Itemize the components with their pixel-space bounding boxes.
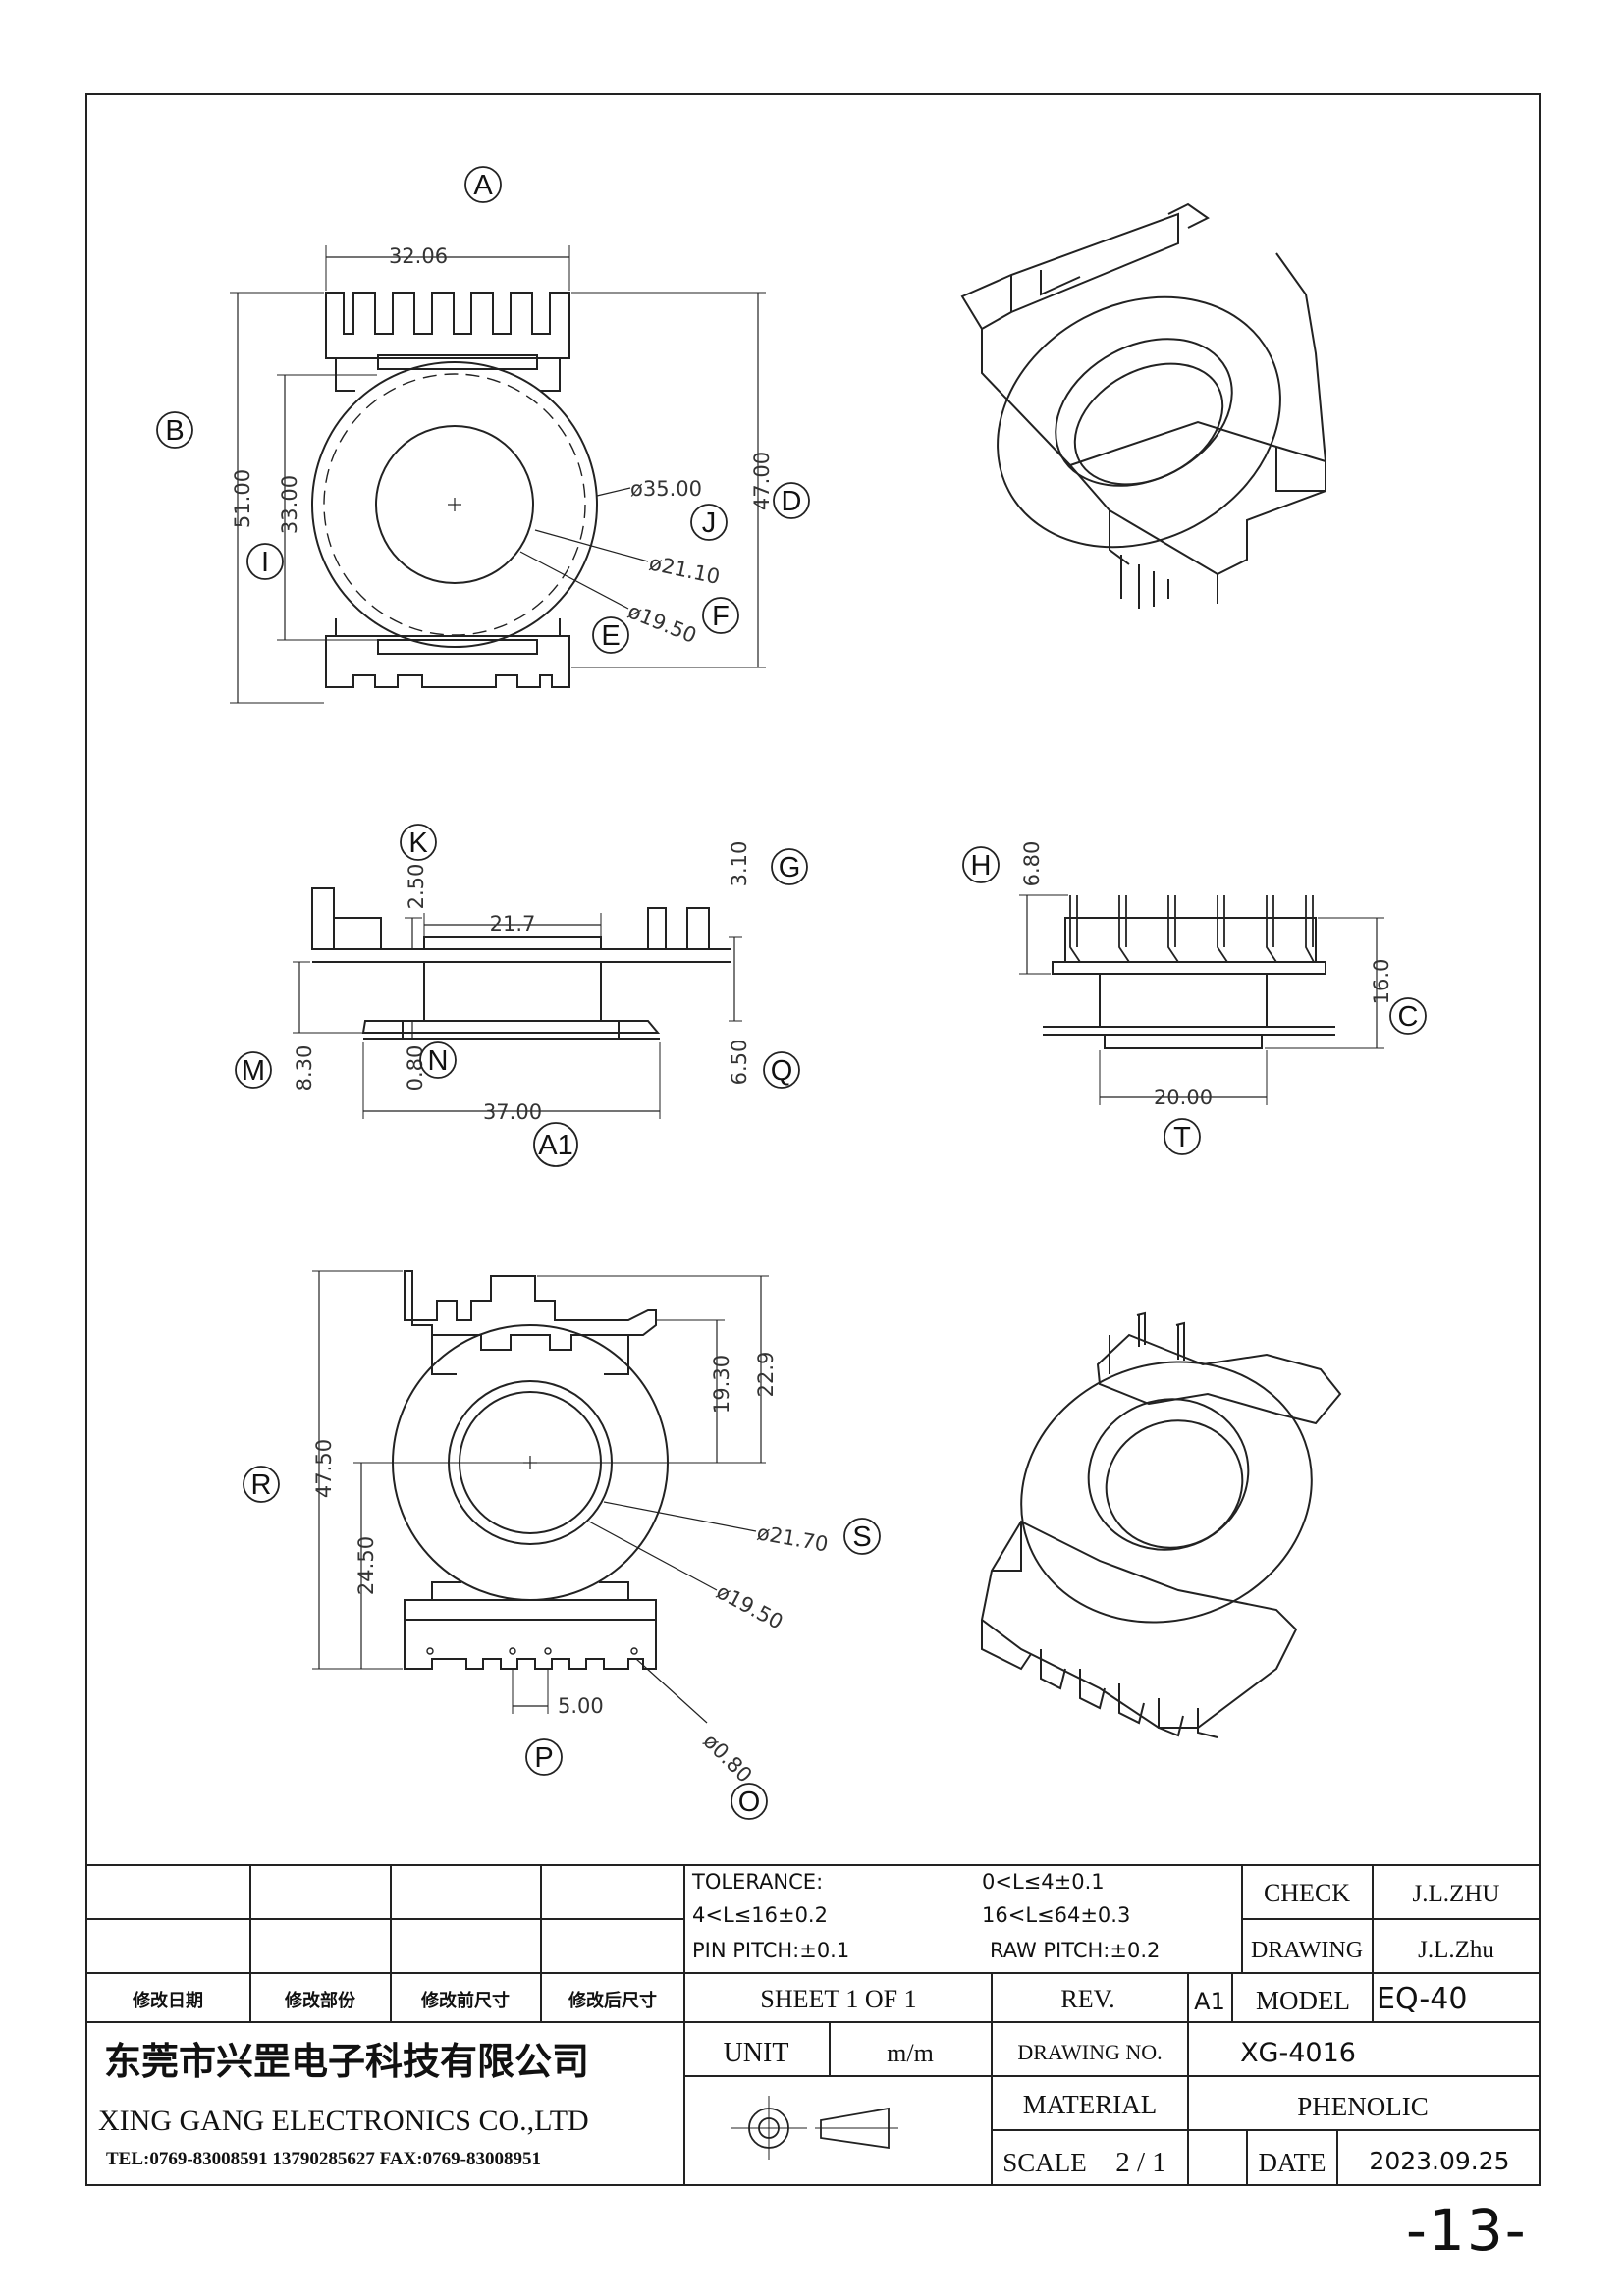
rev-header-date: 修改日期 [132, 1990, 203, 2011]
callout-j: J [702, 507, 717, 539]
callout-i: I [261, 547, 269, 578]
revision-headers: 修改日期 修改部份 修改前尺寸 修改后尺寸 [132, 1990, 657, 2011]
tolerance-label: TOLERANCE: [691, 1870, 823, 1894]
end-view-dimensions: 20.00 6.80 16.0 [1020, 841, 1393, 1109]
callout-q: Q [771, 1055, 793, 1087]
dim-bottom-diameter-s: ø21.70 [755, 1521, 830, 1556]
drawing-label: DRAWING [1251, 1938, 1363, 1963]
dim-front-total-height: 51.00 [231, 469, 254, 528]
dim-side-q: 6.50 [728, 1040, 751, 1086]
callout-g: G [779, 852, 801, 883]
dim-pitch: 5.00 [558, 1694, 604, 1718]
sheet-count: SHEET 1 OF 1 [760, 1985, 916, 2013]
callout-labels: A B C D E F G H I J K M N O P Q R S T A1 [165, 170, 1418, 1818]
side-view [293, 887, 742, 1119]
callout-p: P [534, 1742, 553, 1774]
callout-s: S [852, 1522, 871, 1553]
dim-side-top-width: 21.7 [490, 912, 536, 935]
dim-side-k: 2.50 [405, 864, 428, 910]
tolerance-range-2: 4<L≤16±0.2 [692, 1903, 828, 1927]
bottom-view-dimensions: 47.50 24.50 19.30 22.9 ø21.70 ø19.50 5.0… [312, 1352, 830, 1788]
dim-bottom-diameter-inner: ø19.50 [713, 1579, 787, 1633]
dim-pin-diameter: ø0.80 [698, 1730, 756, 1788]
pin-pitch-tolerance: PIN PITCH:±0.1 [692, 1939, 849, 1962]
dim-bottom-lower: 24.50 [354, 1536, 378, 1595]
material-value: PHENOLIC [1297, 2092, 1429, 2121]
bottom-view [312, 1270, 769, 1724]
side-view-dimensions: 21.7 37.00 2.50 3.10 8.30 0.80 6.50 [293, 841, 751, 1124]
dim-front-width: 32.06 [389, 244, 448, 268]
dim-end-h: 6.80 [1020, 841, 1044, 887]
callout-r: R [251, 1469, 272, 1501]
callout-t: T [1173, 1122, 1191, 1153]
drawing-value: J.L.Zhu [1418, 1937, 1494, 1963]
dim-side-bottom-width: 37.00 [483, 1100, 542, 1124]
drawing-frame [85, 93, 1541, 2186]
dim-side-g: 3.10 [728, 841, 751, 887]
rev-header-part: 修改部份 [284, 1990, 356, 2011]
callout-m: M [242, 1055, 265, 1087]
company-name-en: XING GANG ELECTRONICS CO.,LTD [98, 2105, 589, 2137]
material-label: MATERIAL [1023, 2090, 1158, 2119]
front-view [230, 245, 766, 704]
isometric-view-top [960, 202, 1326, 609]
dim-bottom-upper: 19.30 [710, 1355, 733, 1414]
tolerance-range-1: 0<L≤4±0.1 [982, 1870, 1105, 1894]
date-label: DATE [1259, 2148, 1326, 2177]
model-value: EQ-40 [1377, 1982, 1467, 2016]
tolerance-notes: TOLERANCE: 0<L≤4±0.1 4<L≤16±0.2 16<L≤64±… [691, 1870, 1160, 1962]
check-label: CHECK [1264, 1879, 1350, 1907]
dim-diameter-outer: ø35.00 [630, 477, 702, 501]
company-name-cn: 东莞市兴罡电子科技有限公司 [104, 2040, 589, 2083]
scale-label: SCALE [1002, 2148, 1087, 2177]
dim-end-t: 20.00 [1154, 1086, 1213, 1109]
drawing-no-label: DRAWING NO. [1017, 2040, 1162, 2064]
company-contact: TEL:0769-83008591 13790285627 FAX:0769-8… [106, 2149, 541, 2169]
dim-end-c: 16.0 [1370, 959, 1393, 1005]
company-info: 东莞市兴罡电子科技有限公司 XING GANG ELECTRONICS CO.,… [98, 2040, 589, 2169]
page-number: -13- [1406, 2197, 1528, 2264]
dim-side-n: 0.80 [404, 1045, 427, 1092]
rev-value: A1 [1194, 1988, 1225, 2015]
title-block-fields: CHECK J.L.ZHU DRAWING J.L.Zhu SHEET 1 OF… [724, 1879, 1510, 2178]
drawing-no-value: XG-4016 [1240, 2038, 1356, 2068]
callout-e: E [601, 620, 620, 652]
date-value: 2023.09.25 [1369, 2147, 1509, 2175]
isometric-view-bottom [980, 1311, 1342, 1738]
dim-diameter-inner: ø19.50 [624, 599, 700, 648]
dim-front-right-height: 47.00 [750, 452, 774, 510]
rev-label: REV. [1060, 1985, 1114, 2013]
callout-b: B [165, 415, 184, 447]
callout-h: H [971, 850, 992, 881]
projection-symbol [731, 2096, 898, 2160]
callouts [156, 166, 1427, 1820]
callout-c: C [1398, 1001, 1419, 1033]
dim-bottom-right: 22.9 [754, 1352, 778, 1398]
unit-value: m/m [887, 2039, 934, 2067]
callout-f: F [712, 601, 730, 632]
unit-label: UNIT [724, 2038, 789, 2068]
check-value: J.L.ZHU [1413, 1881, 1500, 1907]
dim-bottom-total: 47.50 [312, 1439, 336, 1498]
title-block-grid [86, 1864, 1540, 2185]
callout-o: O [738, 1787, 761, 1818]
tolerance-range-3: 16<L≤64±0.3 [982, 1903, 1130, 1927]
front-view-dimensions: 32.06 51.00 33.00 47.00 ø35.00 ø21.10 ø1… [231, 244, 774, 648]
callout-a: A [473, 170, 493, 201]
callout-a1: A1 [538, 1130, 572, 1161]
raw-pitch-tolerance: RAW PITCH:±0.2 [990, 1939, 1160, 1962]
rev-header-before: 修改前尺寸 [420, 1990, 510, 2011]
callout-k: K [408, 828, 428, 859]
scale-value: 2 / 1 [1115, 2147, 1166, 2178]
dim-front-inner-height: 33.00 [278, 475, 301, 534]
dim-side-m: 8.30 [293, 1045, 316, 1092]
dim-diameter-mid: ø21.10 [647, 551, 722, 589]
callout-d: D [782, 486, 802, 517]
callout-n: N [428, 1045, 449, 1077]
rev-header-after: 修改后尺寸 [568, 1990, 657, 2011]
end-view [1019, 894, 1384, 1105]
model-label: MODEL [1256, 1986, 1350, 2015]
